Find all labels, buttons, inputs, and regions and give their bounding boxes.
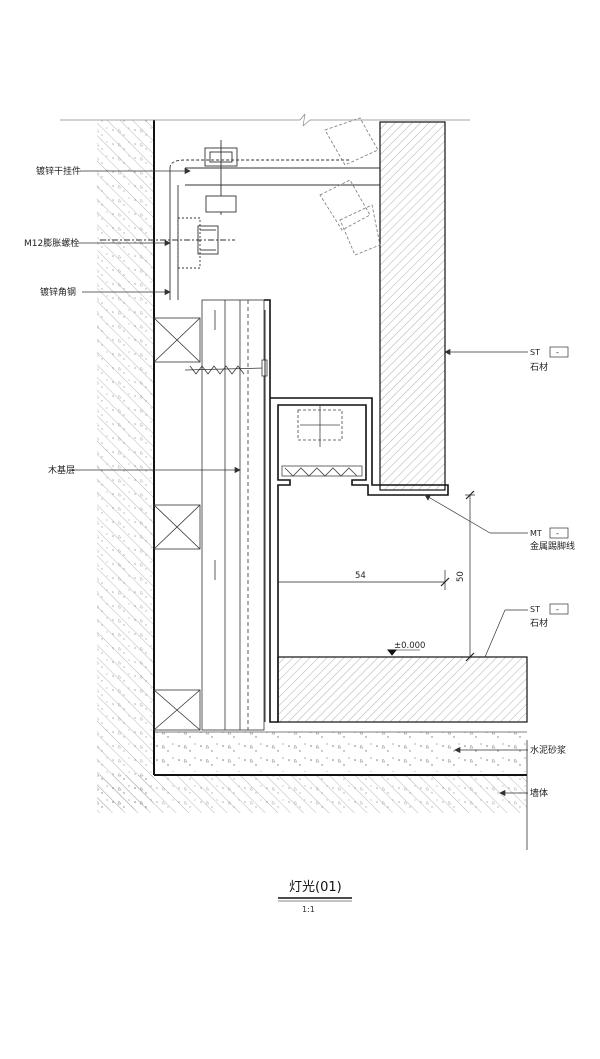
cement-mortar-layer <box>154 731 527 772</box>
stone-blocks-dashed <box>319 117 381 256</box>
leader-lines-right <box>424 348 528 797</box>
dimension-vertical: 50 <box>456 571 466 582</box>
label-stone-floor-dash: - <box>556 605 559 614</box>
light-fixture <box>281 405 363 477</box>
dimension-lines <box>278 490 475 662</box>
label-metal-skirting: 金属踢脚线 <box>530 540 575 552</box>
dimension-horizontal: 54 <box>355 571 366 581</box>
wall-bottom-hatch <box>97 775 527 813</box>
drawing-scale: 1:1 <box>302 905 315 914</box>
tag-boxes <box>549 346 569 615</box>
wood-base-frame <box>153 299 265 731</box>
label-mortar: 水泥砂浆 <box>530 744 566 756</box>
floor-stone <box>277 656 528 723</box>
drawing-title: 灯光(01) <box>289 880 342 895</box>
label-stone-floor-code: ST <box>530 605 540 614</box>
label-metal-dash: - <box>556 529 559 538</box>
wall-left-hatch <box>97 120 154 810</box>
screw-icon <box>184 359 268 377</box>
label-stone-floor: 石材 <box>530 617 548 629</box>
label-angle: 镀锌角钢 <box>40 286 76 298</box>
wall-outline <box>60 113 528 850</box>
label-metal-code: MT <box>530 529 542 538</box>
label-wall: 墙体 <box>530 787 548 799</box>
level-marker <box>386 649 420 656</box>
label-stone-top-dash: - <box>556 348 559 357</box>
stone-wall-panel <box>379 121 446 491</box>
label-stone-top-code: ST <box>530 348 540 357</box>
label-bolt: M12膨胀螺栓 <box>24 237 79 249</box>
leader-lines-left <box>72 167 241 474</box>
label-wood-base: 木基层 <box>48 464 75 476</box>
label-stone-top: 石材 <box>530 361 548 373</box>
label-hanger: 镀锌干挂件 <box>36 165 81 177</box>
drawing-title-block: 灯光(01) 1:1 <box>278 880 352 914</box>
hanger-bracket <box>100 140 380 300</box>
metal-skirting-profile <box>264 299 449 723</box>
level-value: ±0.000 <box>394 641 425 651</box>
